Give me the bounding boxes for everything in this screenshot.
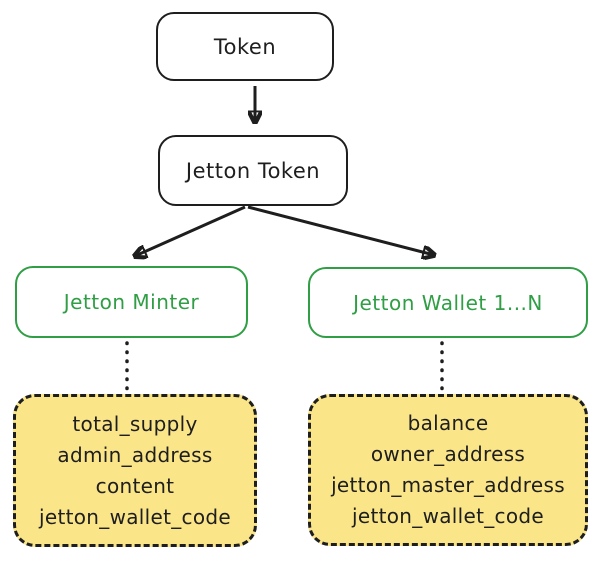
node-jetton-token-label: Jetton Token (185, 158, 321, 183)
node-jetton-minter: Jetton Minter (15, 266, 248, 338)
node-jetton-token: Jetton Token (158, 135, 348, 206)
node-minter-fields: total_supply admin_address content jetto… (13, 394, 257, 547)
arrow-jetton-token-to-minter (135, 205, 246, 256)
arrow-jetton-token-to-wallet (247, 205, 434, 255)
field-total-supply: total_supply (72, 411, 198, 436)
node-jetton-minter-label: Jetton Minter (63, 290, 200, 314)
field-jetton-wallet-code: jetton_wallet_code (39, 504, 231, 529)
node-jetton-wallet: Jetton Wallet 1...N (308, 267, 588, 338)
field-content: content (95, 473, 175, 498)
node-token-label: Token (213, 34, 277, 59)
node-token: Token (156, 12, 334, 81)
field-balance: balance (407, 411, 489, 435)
field-jetton-master-address: jetton_master_address (331, 473, 565, 497)
node-jetton-wallet-label: Jetton Wallet 1...N (353, 290, 543, 315)
field-owner-address: owner_address (370, 442, 526, 466)
field-wallet-jetton-wallet-code: jetton_wallet_code (352, 504, 544, 528)
node-wallet-fields: balance owner_address jetton_master_addr… (308, 394, 588, 546)
field-admin-address: admin_address (57, 442, 213, 467)
